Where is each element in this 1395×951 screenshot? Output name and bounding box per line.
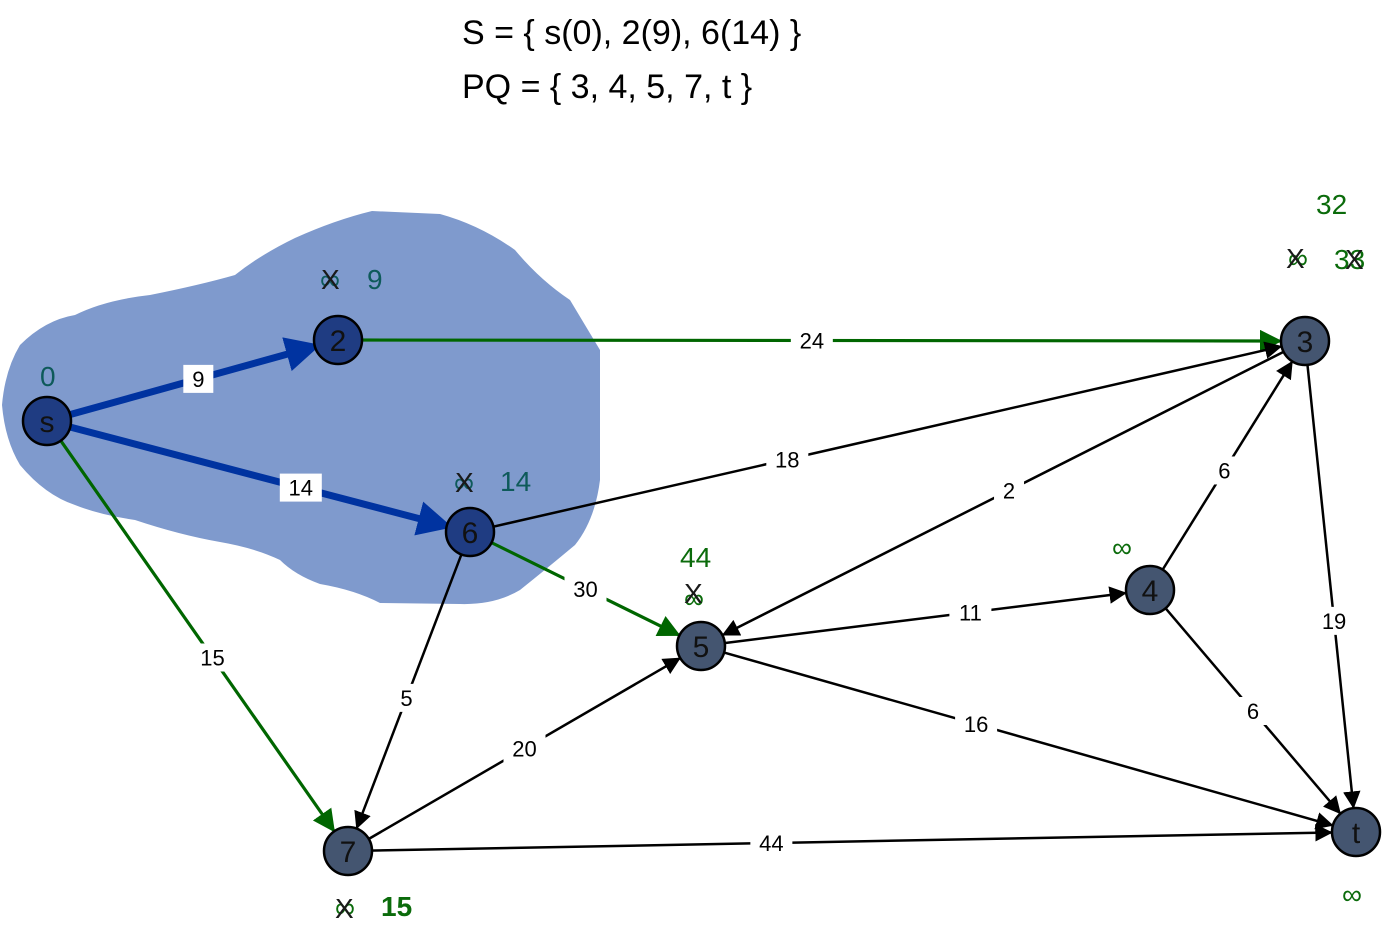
edge-weight-label: 6 (1218, 458, 1230, 483)
node-circle[interactable] (312, 314, 364, 366)
edge-weight-bg (564, 575, 607, 603)
edge-weight-label: 16 (964, 712, 988, 737)
node-circle[interactable] (322, 825, 374, 877)
edge-weight-bg (949, 598, 992, 627)
edge-weight-bg (503, 734, 546, 763)
distance-5: 44 (680, 542, 711, 573)
edge-weight-label: 11 (959, 600, 982, 625)
distance-5-old: ∞ (684, 583, 704, 614)
edge-line (1305, 355, 1361, 809)
distance-7: 15 (381, 891, 412, 922)
edge-4-t: 6 (1158, 600, 1341, 815)
edge-line (362, 824, 1333, 852)
edge-6-7: 5 (354, 545, 467, 830)
distance-7-old: ∞ (335, 892, 355, 923)
node-label: t (1352, 817, 1361, 850)
node-label: 4 (1142, 575, 1159, 608)
edge-weight-label: 44 (759, 831, 783, 856)
edge-weight-bg (790, 326, 833, 355)
distance-6-old: ∞ (454, 467, 474, 498)
node-label: 5 (693, 631, 710, 664)
edge-weight-bg (279, 473, 322, 502)
distance-2-old: ∞ (320, 264, 340, 295)
edge-7-t: 44 (362, 824, 1333, 858)
distance-4: ∞ (1112, 532, 1132, 563)
node-circle[interactable] (1330, 806, 1382, 858)
edge-weight-label: 15 (200, 646, 224, 671)
distance-2: 9 (367, 264, 383, 295)
edge-weight-bg (391, 683, 422, 712)
node-circle[interactable] (444, 506, 496, 558)
node-label: 7 (340, 836, 357, 869)
edge-weight-label: 6 (1247, 699, 1259, 724)
edge-3-t: 19 (1305, 355, 1361, 809)
edge-line (483, 341, 1283, 531)
visited-set-line: S = { s(0), 2(9), 6(14) } (462, 14, 802, 52)
distance-3-old: ∞ (1288, 243, 1308, 274)
edge-5-4: 11 (715, 586, 1127, 646)
edge-weight-label: 30 (573, 577, 597, 602)
edge-weight-bg (1209, 456, 1240, 485)
node-3[interactable]: 3 (1279, 315, 1331, 367)
node-6[interactable]: 6 (444, 506, 496, 558)
edge-weight-bg (191, 643, 234, 672)
edge-weight-bg (750, 829, 793, 858)
distance-6: 14 (500, 466, 531, 497)
edge-weight-bg (183, 364, 214, 393)
edge-weight-bg (1238, 697, 1268, 725)
edge-weight-label: 14 (289, 476, 313, 501)
edge-weight-label: 24 (800, 328, 824, 353)
edge-weight-bg (1313, 606, 1356, 635)
edge-weight-label: 19 (1322, 609, 1346, 634)
distance-s: 0 (40, 361, 56, 392)
edge-s-7: 15 (53, 431, 335, 833)
node-7[interactable]: 7 (322, 825, 374, 877)
priority-queue-line: PQ = { 3, 4, 5, 7, t } (462, 68, 753, 106)
node-label: 2 (330, 325, 347, 358)
distance-3: 32 (1316, 189, 1347, 220)
edge-s-2: 9 (59, 337, 321, 421)
edge-weight-bg (994, 476, 1025, 505)
edge-weight-label: 20 (512, 737, 536, 762)
node-t[interactable]: t (1330, 806, 1382, 858)
edge-6-5: 30 (482, 536, 681, 637)
node-s[interactable]: s (21, 395, 73, 447)
node-label: s (40, 406, 55, 439)
edge-3-5: 2 (721, 346, 1293, 636)
edge-weight-label: 9 (192, 367, 204, 392)
edge-weight-label: 18 (775, 447, 799, 472)
edge-weight-label: 5 (400, 686, 412, 711)
edge-line (714, 648, 1334, 830)
edge-weight-bg (766, 445, 809, 474)
distance-5-strike: X (684, 578, 703, 609)
edge-4-3: 6 (1156, 360, 1293, 579)
distance-3-strike-2: X (1345, 244, 1364, 275)
node-label: 3 (1297, 326, 1314, 359)
distance-6-strike: X (455, 467, 474, 498)
edge-line (715, 586, 1127, 646)
edge-5-t: 16 (714, 648, 1334, 830)
distance-2-strike: X (321, 264, 340, 295)
node-circle[interactable] (21, 395, 73, 447)
node-4[interactable]: 4 (1124, 564, 1176, 616)
edge-2-3: 24 (352, 326, 1283, 355)
node-label: 6 (462, 517, 479, 550)
distance-7-strike: X (335, 893, 354, 924)
node-5[interactable]: 5 (675, 620, 727, 672)
node-circle[interactable] (675, 620, 727, 672)
edge-6-3: 18 (483, 341, 1283, 531)
node-circle[interactable] (1124, 564, 1176, 616)
edge-7-5: 20 (359, 657, 681, 845)
edge-weight-label: 2 (1003, 478, 1015, 503)
edge-weight-bg (955, 710, 998, 739)
node-circle[interactable] (1279, 315, 1331, 367)
distance-3-struck: 33 (1334, 244, 1365, 275)
edge-s-6: 14 (60, 421, 453, 536)
distance-3-strike: X (1286, 243, 1305, 274)
edge-line (60, 421, 453, 536)
edge-line (53, 431, 335, 833)
distance-t: ∞ (1342, 879, 1362, 910)
node-2[interactable]: 2 (312, 314, 364, 366)
